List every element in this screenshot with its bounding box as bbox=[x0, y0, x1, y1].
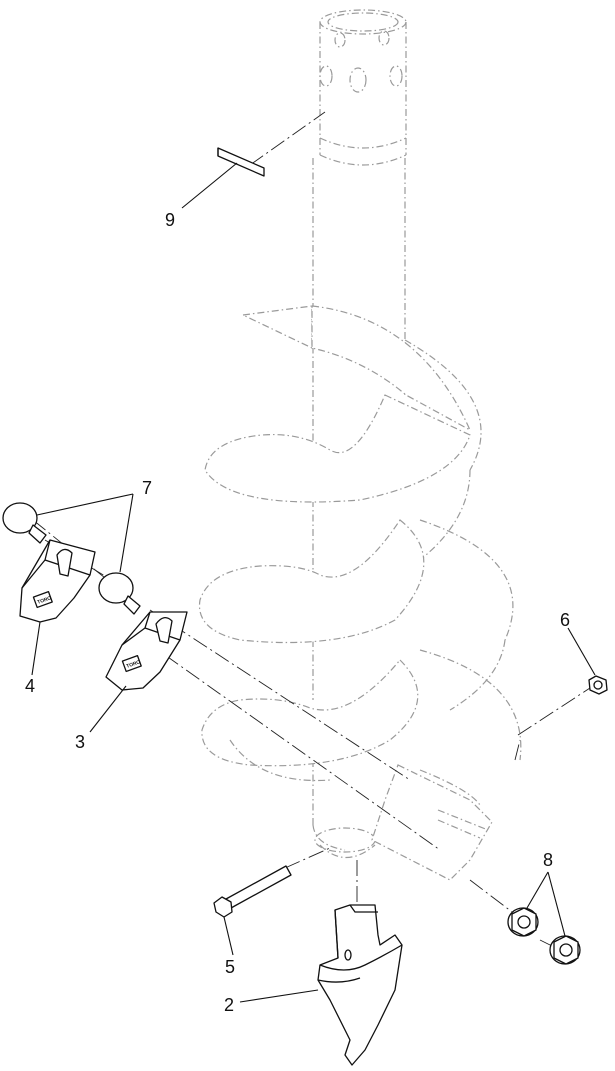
leader-lines bbox=[31, 162, 596, 1003]
pilot-point-part-2 bbox=[317, 904, 403, 1066]
leader-7b bbox=[119, 493, 134, 573]
leader-4 bbox=[31, 621, 41, 676]
tooth-part-4: TORO bbox=[19, 539, 96, 623]
assembly-center-lines bbox=[32, 111, 591, 951]
tooth-part-3: TORO bbox=[105, 611, 188, 691]
callout-5: 5 bbox=[225, 957, 235, 977]
bolt-part-5 bbox=[213, 865, 292, 918]
callout-7: 7 bbox=[142, 478, 152, 498]
callout-labels: 9 7 4 3 6 8 5 2 bbox=[25, 210, 570, 1015]
leader-6 bbox=[567, 627, 596, 676]
callout-2: 2 bbox=[224, 995, 234, 1015]
leader-8a bbox=[526, 871, 549, 909]
leader-5 bbox=[223, 916, 234, 956]
nut-part-6 bbox=[588, 675, 608, 695]
flange-nut-lower bbox=[549, 935, 581, 965]
carriage-bolt-upper bbox=[2, 502, 47, 544]
leader-2 bbox=[239, 989, 319, 1003]
tooth-logo-3: TORO bbox=[126, 659, 142, 670]
flange-nut-upper bbox=[507, 907, 539, 937]
callout-6: 6 bbox=[560, 610, 570, 630]
callout-8: 8 bbox=[543, 850, 553, 870]
callout-9: 9 bbox=[165, 210, 175, 230]
key-part-9 bbox=[217, 147, 265, 177]
callout-3: 3 bbox=[75, 732, 85, 752]
carriage-bolt-lower bbox=[98, 572, 141, 615]
callout-4: 4 bbox=[25, 676, 35, 696]
auger-body-phantom bbox=[198, 9, 522, 881]
leader-3 bbox=[89, 685, 127, 733]
leader-8b bbox=[547, 871, 566, 937]
tooth-logo-4: TORO bbox=[37, 595, 53, 606]
leader-9 bbox=[181, 162, 238, 209]
leader-7a bbox=[36, 493, 134, 516]
